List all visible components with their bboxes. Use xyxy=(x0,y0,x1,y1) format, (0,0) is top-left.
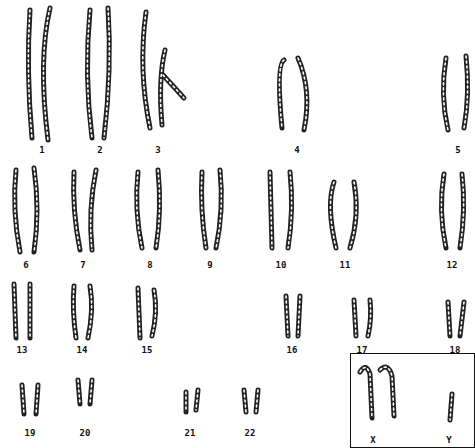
chromosome-number: 12 xyxy=(447,261,458,270)
chromosome-number: 6 xyxy=(23,261,28,270)
chromosome-number: 7 xyxy=(80,261,85,270)
chromosome-number: 9 xyxy=(207,261,212,270)
chromosome-label: Y xyxy=(446,436,451,445)
chromosome-number: 2 xyxy=(97,146,102,155)
sex-chromosome-box: XY xyxy=(350,353,475,448)
chromosome-label: X xyxy=(370,436,375,445)
chromosome-number: 11 xyxy=(340,261,351,270)
chromosome-number: 1 xyxy=(39,146,44,155)
chromosome-number: 15 xyxy=(142,346,153,355)
chromosome-number: 21 xyxy=(185,429,196,438)
chromosome-number: 3 xyxy=(155,146,160,155)
chromosome-number: 22 xyxy=(245,429,256,438)
chromosome-number: 14 xyxy=(77,346,88,355)
chromosome-number: 19 xyxy=(25,429,36,438)
chromosome-number: 13 xyxy=(17,346,28,355)
chromosome-number: 4 xyxy=(294,146,299,155)
chromosome-number: 8 xyxy=(147,261,152,270)
chromosome-number: 16 xyxy=(287,346,298,355)
chromosome-number: 20 xyxy=(80,429,91,438)
chromosome-number: 10 xyxy=(276,261,287,270)
chromosome-number: 5 xyxy=(455,146,460,155)
